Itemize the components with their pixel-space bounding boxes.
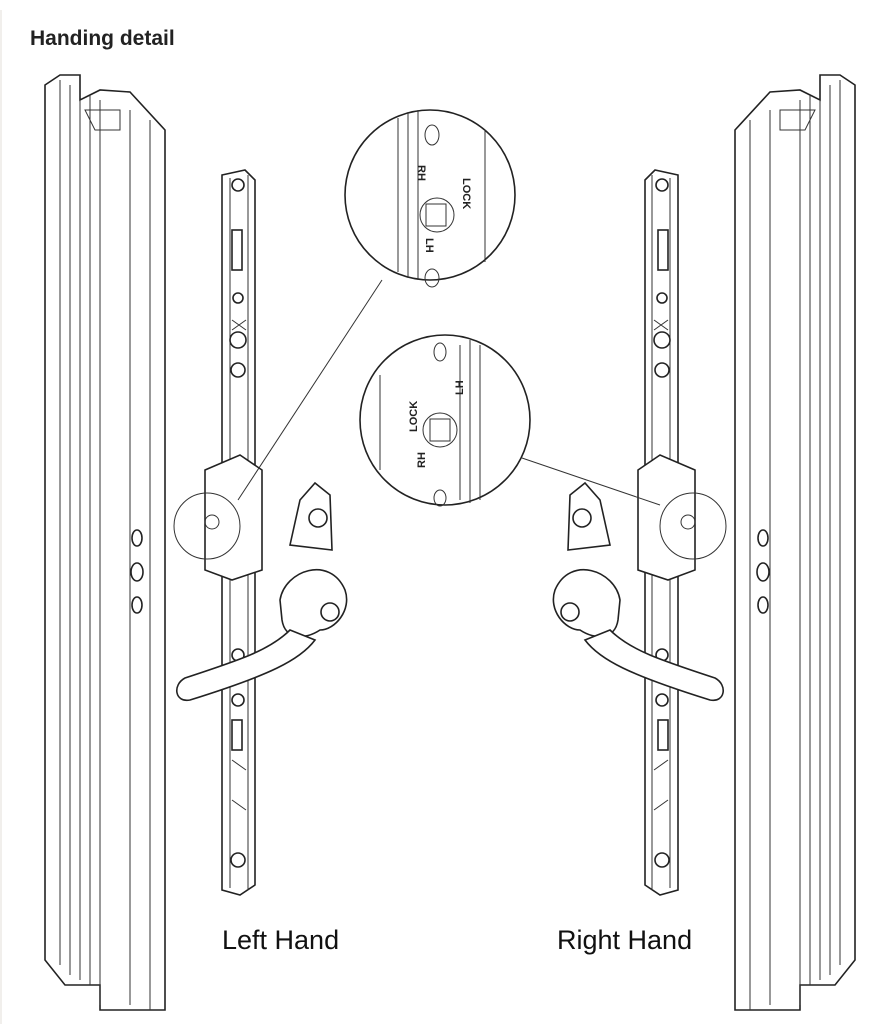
lh-label-bottom: LH [454,380,466,395]
page-edge [0,10,2,1024]
rh-label-top: RH [415,165,427,181]
lh-label-top: LH [423,238,435,253]
leader-line-bottom [521,457,661,506]
leader-line-top [237,279,383,501]
page-title: Handing detail [30,27,175,50]
right-hand-label: Right Hand [557,925,693,955]
rh-label-bottom: RH [416,452,428,468]
left-hand-label: Left Hand [222,925,340,955]
detail-circle-bottom: LOCK LH RH [359,334,531,507]
lock-label-top: LOCK [460,178,472,209]
lock-label-bottom: LOCK [408,401,420,432]
detail-circle-top: RH LOCK LH [344,109,516,288]
right-hand-assembly [552,74,856,1011]
left-hand-assembly [44,74,348,1011]
